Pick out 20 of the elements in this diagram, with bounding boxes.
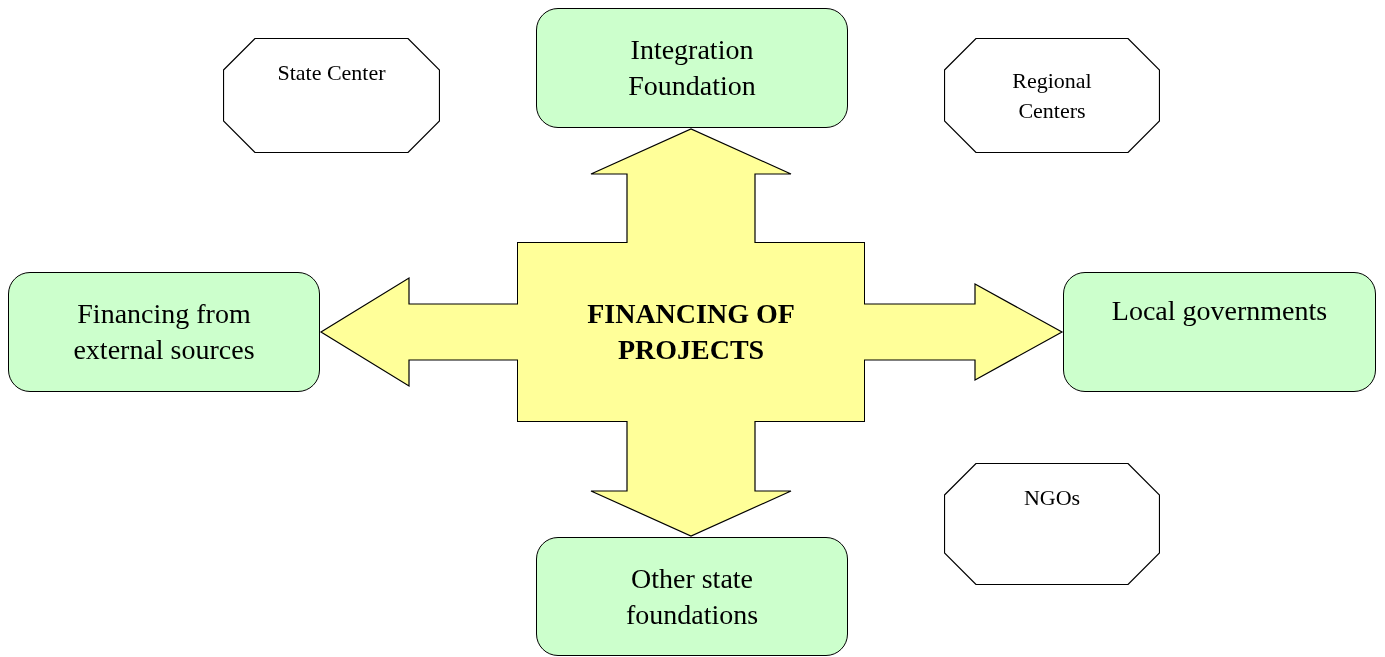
node-label: Local governments xyxy=(1110,294,1329,328)
node-label: Integration Foundation xyxy=(627,33,757,103)
block-arrow xyxy=(590,128,792,244)
center-box xyxy=(517,242,865,422)
rounded-box xyxy=(536,537,848,656)
octagon-box xyxy=(223,38,440,153)
rounded-box xyxy=(8,272,320,392)
rounded-box xyxy=(1063,272,1376,392)
node-label: FINANCING OF PROJECTS xyxy=(586,297,796,367)
node-label: State Center xyxy=(276,59,387,87)
block-arrow xyxy=(590,420,792,537)
node-label: Regional Centers xyxy=(1011,66,1093,125)
block-arrow xyxy=(863,283,1064,381)
octagon-box xyxy=(944,463,1160,585)
node-label: Financing from external sources xyxy=(72,297,256,367)
rounded-box xyxy=(536,8,848,128)
block-arrow xyxy=(319,276,519,388)
node-label: NGOs xyxy=(1022,484,1082,512)
octagon-box xyxy=(944,38,1160,153)
node-label: Other state foundations xyxy=(624,561,760,632)
